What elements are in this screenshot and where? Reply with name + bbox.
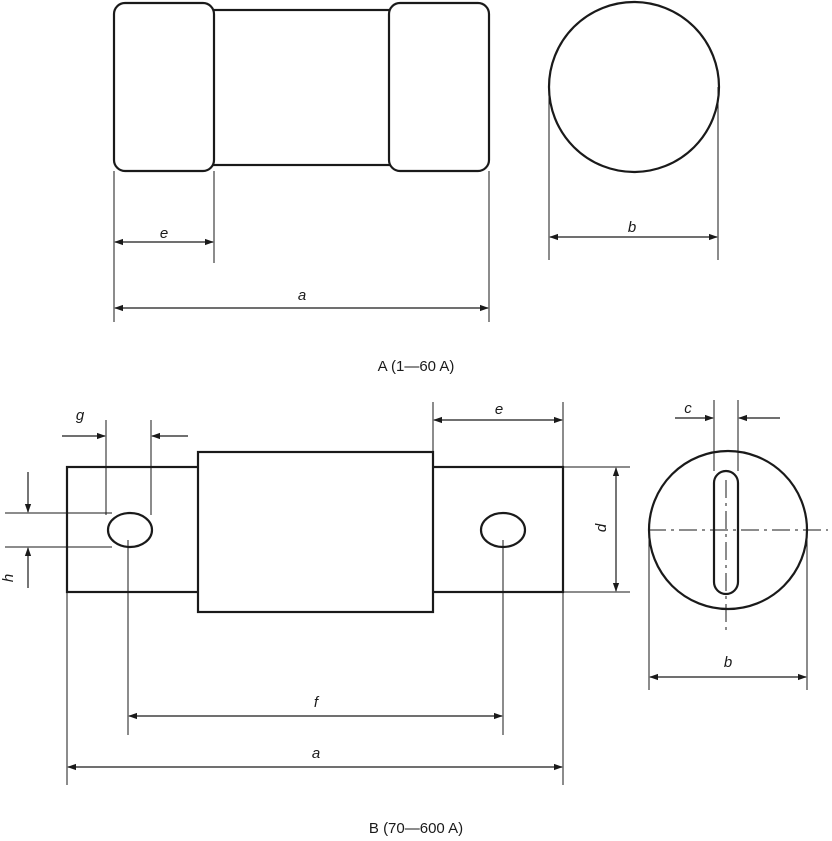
dim-label-a-a: a bbox=[298, 287, 306, 304]
fuse-a-left-cap bbox=[112, 1, 216, 173]
dim-label-h: h bbox=[0, 574, 17, 582]
fuse-b-slot bbox=[712, 469, 740, 596]
dim-label-c: c bbox=[684, 400, 692, 417]
fuse-b-body bbox=[196, 450, 435, 614]
figure-a: e a b A (1—60 A) bbox=[112, 0, 721, 375]
caption-a: A (1—60 A) bbox=[378, 358, 455, 375]
fuse-a-right-cap bbox=[387, 1, 491, 173]
dim-label-e-b: e bbox=[495, 401, 503, 418]
caption-b: B (70—600 A) bbox=[369, 820, 463, 837]
dim-label-a-b: a bbox=[312, 745, 320, 762]
fuse-a-end-view bbox=[547, 0, 721, 174]
dim-label-b-b: b bbox=[724, 654, 732, 671]
dim-label-d: d bbox=[593, 523, 610, 532]
figure-b: g h e d c b f a bbox=[0, 400, 828, 837]
fuse-a-body bbox=[210, 8, 394, 167]
dim-label-b-a: b bbox=[628, 219, 636, 236]
dim-label-e-a: e bbox=[160, 225, 168, 242]
dim-label-g: g bbox=[76, 407, 85, 424]
fuse-b-left-hole bbox=[106, 511, 154, 549]
dim-label-f: f bbox=[314, 694, 320, 711]
